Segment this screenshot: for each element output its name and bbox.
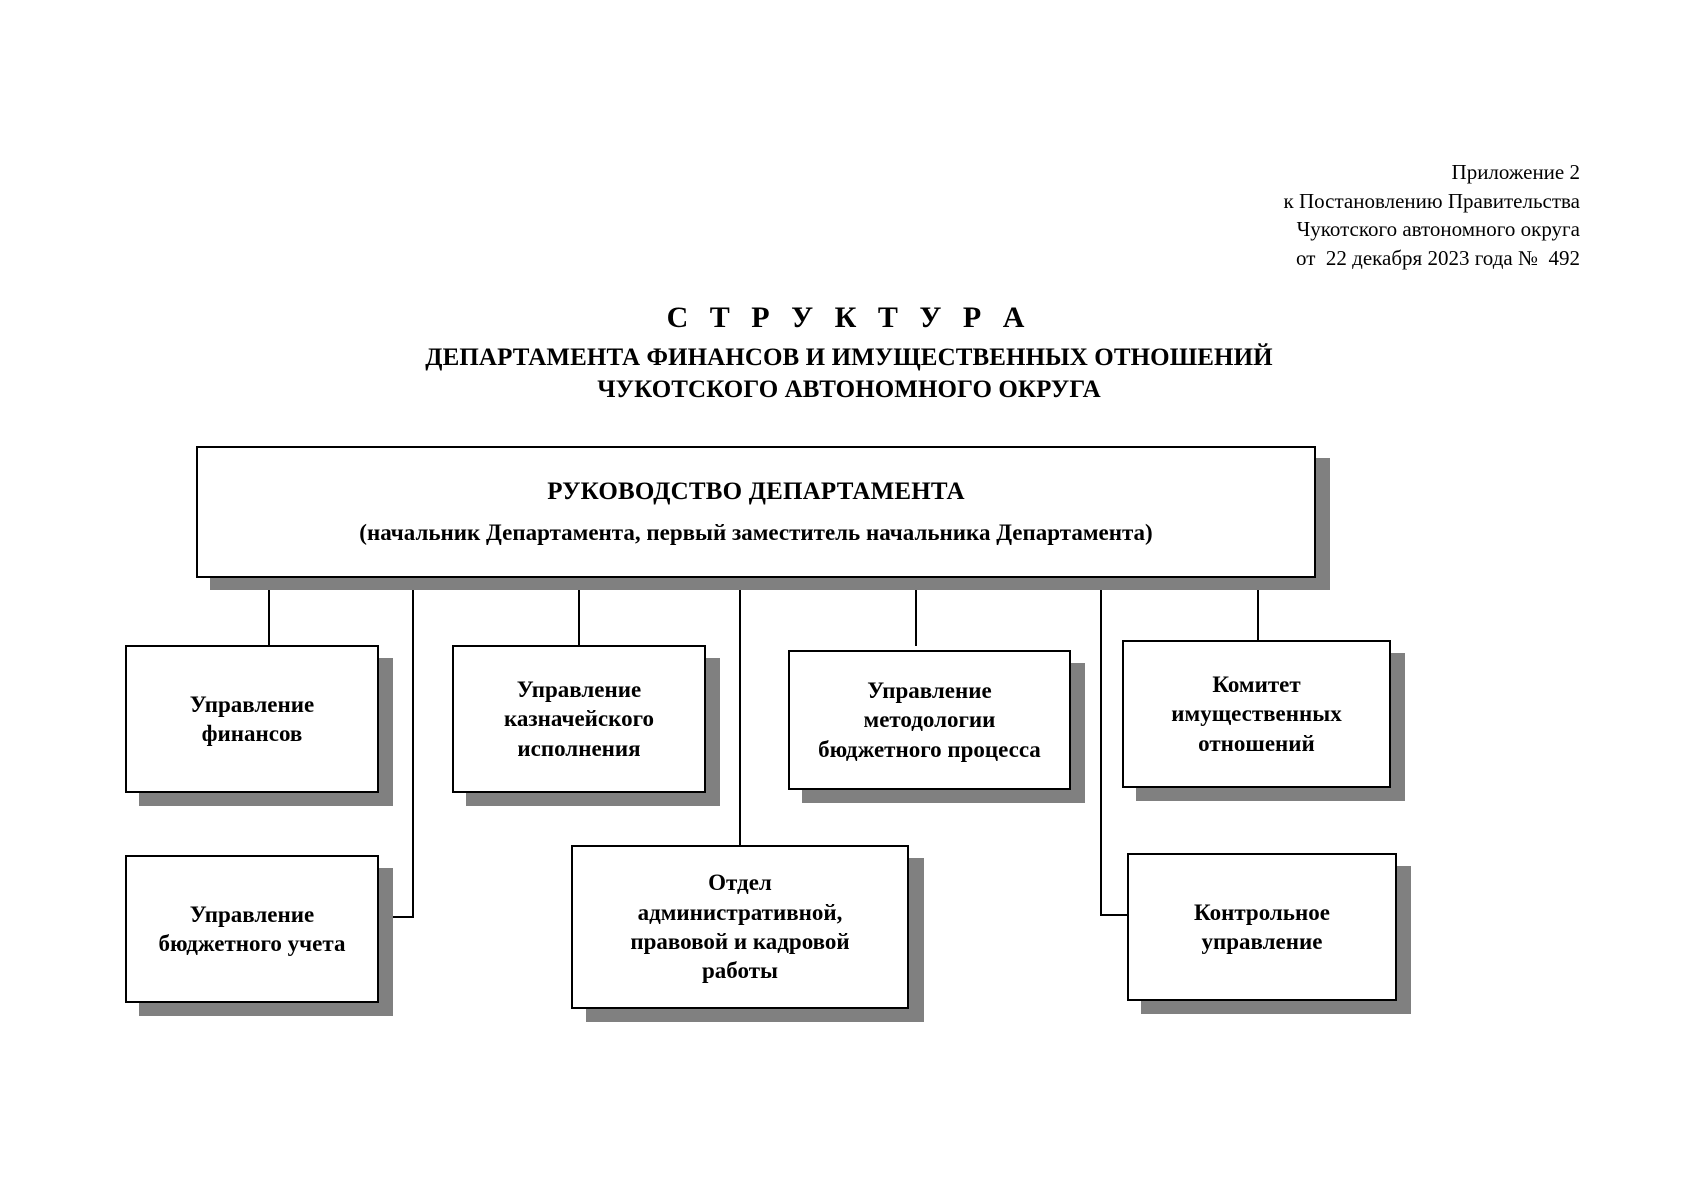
appendix-line-4: от 22 декабря 2023 года № 492 [1296, 245, 1580, 270]
node-leadership-line-1: РУКОВОДСТВО ДЕПАРТАМЕНТА [547, 478, 965, 506]
page-title: С Т Р У К Т У Р А ДЕПАРТАМЕНТА ФИНАНСОВ … [0, 300, 1698, 406]
appendix-line-2: к Постановлению Правительства [1283, 188, 1580, 213]
node-treasury-label: Управление казначейского исполнения [504, 676, 654, 761]
node-leadership[interactable]: РУКОВОДСТВО ДЕПАРТАМЕНТА (начальник Депа… [196, 446, 1316, 578]
connector-root-to-finance-v [268, 590, 270, 646]
appendix-line-3: Чукотского автономного округа [1296, 217, 1580, 242]
node-admin-legal-hr-label: Отдел административной, правовой и кадро… [630, 870, 850, 984]
appendix-note: Приложение 2 к Постановлению Правительст… [1060, 158, 1670, 272]
connector-root-to-control-v [1100, 590, 1102, 916]
node-budget-accounting-label: Управление бюджетного учета [158, 901, 346, 956]
node-treasury[interactable]: Управление казначейского исполнения [452, 645, 706, 793]
connector-root-to-treasury-v [578, 590, 580, 646]
appendix-line-1: Приложение 2 [1451, 160, 1580, 184]
node-control-label: Контрольное управление [1194, 899, 1330, 954]
title-line-1: С Т Р У К Т У Р А [666, 301, 1032, 334]
node-leadership-line-2: (начальник Департамента, первый заместит… [359, 520, 1153, 546]
node-methodology[interactable]: Управление методологии бюджетного процес… [788, 650, 1071, 790]
node-budget-accounting[interactable]: Управление бюджетного учета [125, 855, 379, 1003]
connector-root-to-budget-accounting-v [412, 590, 414, 918]
connector-root-to-property-v [1257, 590, 1259, 646]
node-finance[interactable]: Управление финансов [125, 645, 379, 793]
connector-root-to-control-h [1100, 914, 1128, 916]
node-property-label: Комитет имущественных отношений [1171, 671, 1342, 756]
node-property[interactable]: Комитет имущественных отношений [1122, 640, 1391, 788]
node-methodology-label: Управление методологии бюджетного процес… [818, 677, 1041, 762]
node-control[interactable]: Контрольное управление [1127, 853, 1397, 1001]
node-finance-label: Управление финансов [189, 691, 315, 746]
connector-root-to-methodology-v [915, 590, 917, 646]
node-admin-legal-hr[interactable]: Отдел административной, правовой и кадро… [571, 845, 909, 1009]
title-line-3: ЧУКОТСКОГО АВТОНОМНОГО ОКРУГА [597, 376, 1101, 403]
title-line-2: ДЕПАРТАМЕНТА ФИНАНСОВ И ИМУЩЕСТВЕННЫХ ОТ… [425, 344, 1273, 371]
connector-root-to-admin-legal-hr-v [739, 590, 741, 845]
connector-root-to-budget-accounting-h [374, 916, 414, 918]
